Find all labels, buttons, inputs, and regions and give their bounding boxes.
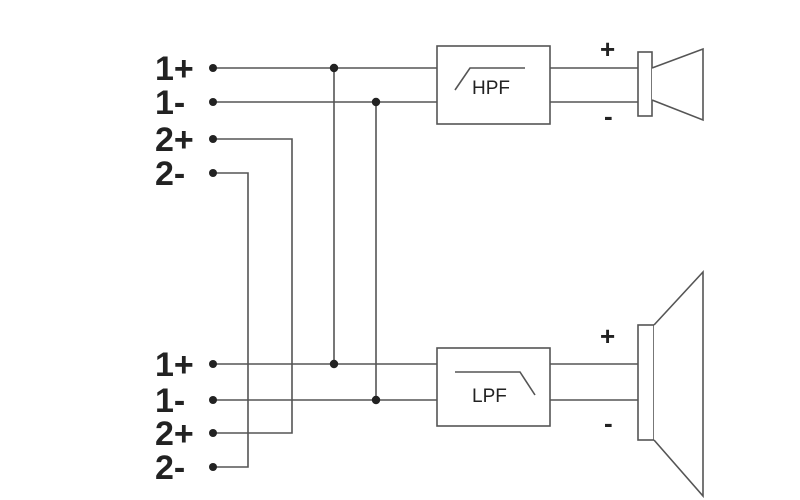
terminal-label-top-2plus: 2+ xyxy=(155,121,194,159)
hpf-box xyxy=(436,45,551,125)
woofer-plus-label: + xyxy=(600,321,615,351)
tweeter-plus-label: + xyxy=(600,34,615,64)
lpf-label: LPF xyxy=(472,386,507,407)
terminal-dot xyxy=(209,396,217,404)
terminal-label-bottom-2plus: 2+ xyxy=(155,415,194,453)
junction-dot xyxy=(329,359,339,369)
woofer-cone xyxy=(653,269,704,499)
terminal-label-top-1minus: 1- xyxy=(155,84,185,122)
woofer-speaker-icon xyxy=(637,269,704,499)
terminal-dots xyxy=(209,64,217,471)
tweeter-speaker-icon xyxy=(637,47,704,122)
terminal-label-bottom-1plus: 1+ xyxy=(155,346,194,384)
junction-dot xyxy=(329,63,339,73)
terminal-label-bottom-1minus: 1- xyxy=(155,382,185,420)
terminal-dot xyxy=(209,98,217,106)
terminal-dot xyxy=(209,169,217,177)
lpf-box xyxy=(436,347,551,427)
lpf-curve-icon xyxy=(455,371,536,396)
wire-top-2minus xyxy=(213,172,249,468)
terminal-label-bottom-2minus: 2- xyxy=(155,449,185,487)
terminal-label-top-1plus: 1+ xyxy=(155,50,194,88)
terminal-label-top-2minus: 2- xyxy=(155,155,185,193)
terminal-dot xyxy=(209,463,217,471)
woofer-minus-label: - xyxy=(604,408,613,438)
hpf-block: HPF xyxy=(436,45,551,125)
terminal-dot xyxy=(209,135,217,143)
junction-dot xyxy=(371,97,381,107)
wires xyxy=(213,67,638,468)
terminal-dot xyxy=(209,429,217,437)
junctions xyxy=(329,63,381,405)
terminal-dot xyxy=(209,64,217,72)
tweeter-minus-label: - xyxy=(604,101,613,131)
terminal-dot xyxy=(209,360,217,368)
hpf-label: HPF xyxy=(472,78,510,99)
junction-dot xyxy=(371,395,381,405)
tweeter-magnet xyxy=(637,51,653,117)
wire-top-2plus xyxy=(213,138,293,434)
tweeter-cone xyxy=(651,47,704,122)
terminal-labels-bottom: 1+ 1- 2+ 2- xyxy=(155,346,194,487)
terminal-labels-top: 1+ 1- 2+ 2- xyxy=(155,50,194,193)
woofer-magnet xyxy=(637,324,655,441)
lpf-block: LPF xyxy=(436,347,551,427)
hpf-curve-icon xyxy=(454,67,525,91)
